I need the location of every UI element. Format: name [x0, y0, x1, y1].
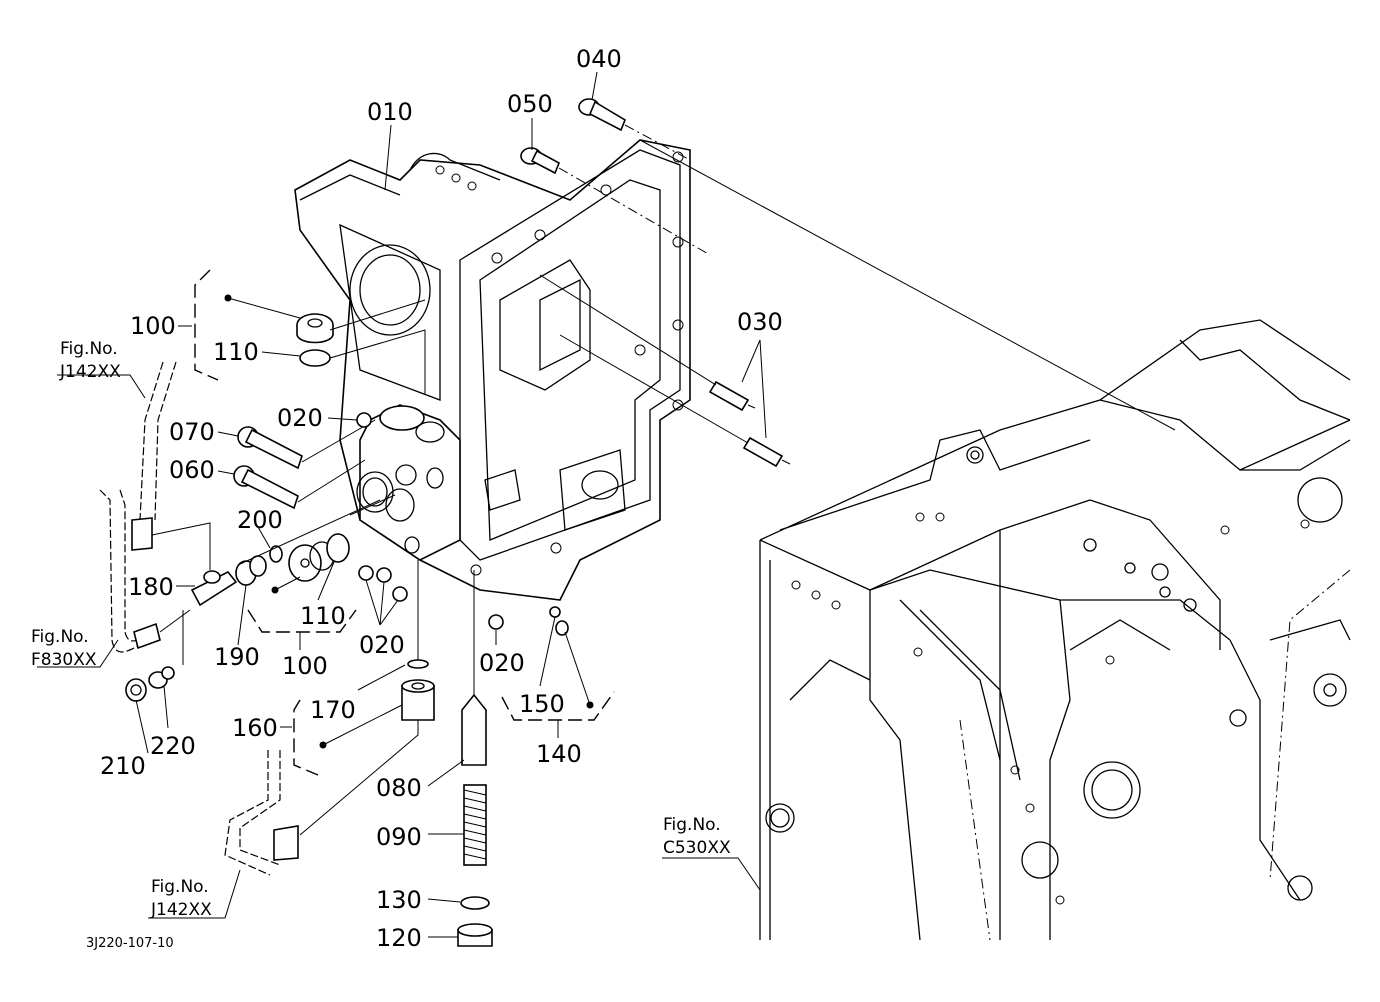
label-120: 120: [376, 924, 422, 952]
fig-ref-j142xx-bottom: Fig.No. J142XX: [150, 877, 212, 920]
label-020-b: 020: [359, 631, 405, 659]
label-070: 070: [169, 418, 215, 446]
label-050: 050: [507, 90, 553, 118]
transmission-case-drawing: [759, 319, 1351, 941]
leader-valve-line-2: [349, 494, 396, 516]
label-210: 210: [100, 752, 146, 780]
label-170: 170: [310, 696, 356, 724]
fitting-170: [401, 560, 435, 721]
label-130: 130: [376, 886, 422, 914]
fig-ref-line2: F830XX: [31, 650, 97, 670]
bolt-040: [578, 98, 691, 161]
fig-ref-line2: C530XX: [663, 838, 731, 858]
leader-valve-line: [237, 499, 381, 566]
fig-ref-line1: Fig.No.: [663, 815, 721, 835]
label-200: 200: [237, 506, 283, 534]
fitting-220: [148, 666, 175, 689]
label-160: 160: [232, 714, 278, 742]
housing-drawing: [294, 139, 691, 601]
pipe-j142xx-bottom: [224, 720, 419, 876]
label-110-top: 110: [213, 338, 259, 366]
oring-200: [269, 545, 283, 563]
label-020-a: 020: [277, 404, 323, 432]
label-010: 010: [367, 98, 413, 126]
label-080: 080: [376, 774, 422, 802]
pipe-f830xx: [99, 489, 191, 665]
pins-030: [539, 274, 791, 468]
bracket-dot: [586, 701, 594, 709]
label-100-top: 100: [130, 312, 176, 340]
fig-ref-line2: J142XX: [150, 900, 212, 920]
diagram-code: 3J220-107-10: [86, 936, 174, 951]
leaders: [37, 71, 767, 938]
bolt-050: [520, 147, 711, 256]
fig-ref-line1: Fig.No.: [151, 877, 209, 897]
fig-ref-line1: Fig.No.: [60, 339, 118, 359]
fitting-190: [235, 555, 267, 586]
plug-150: [555, 620, 569, 636]
label-190: 190: [214, 643, 260, 671]
leader-040-case: [639, 139, 1176, 431]
plug-120: [457, 923, 493, 947]
fig-ref-j142xx-top: Fig.No. J142XX: [59, 339, 121, 382]
bolt-060: [233, 459, 366, 510]
label-220: 220: [150, 732, 196, 760]
label-040: 040: [576, 45, 622, 73]
fitting-180: [190, 570, 238, 607]
label-110-bottom: 110: [300, 602, 346, 630]
fig-ref-line1: Fig.No.: [31, 627, 89, 647]
plug-100-bottom: [288, 533, 350, 582]
fig-ref-line2: J142XX: [59, 362, 121, 382]
fig-ref-f830xx: Fig.No. F830XX: [31, 627, 97, 670]
valve-080: [461, 570, 487, 766]
label-180: 180: [128, 573, 174, 601]
label-060: 060: [169, 456, 215, 484]
bracket-dot: [271, 586, 279, 594]
nut-210: [125, 678, 147, 702]
label-030: 030: [737, 308, 783, 336]
pipe-j142xx-top: [131, 361, 211, 570]
oring-130: [460, 896, 490, 910]
label-100-bottom: 100: [282, 652, 328, 680]
label-020-c: 020: [479, 649, 525, 677]
bracket-dot: [319, 741, 327, 749]
plug-100-top: [296, 299, 426, 395]
label-090: 090: [376, 823, 422, 851]
label-140: 140: [536, 740, 582, 768]
spring-090: [463, 784, 487, 866]
fig-ref-c530xx: Fig.No. C530XX: [663, 815, 731, 858]
bracket-dot: [224, 294, 232, 302]
label-150: 150: [519, 690, 565, 718]
